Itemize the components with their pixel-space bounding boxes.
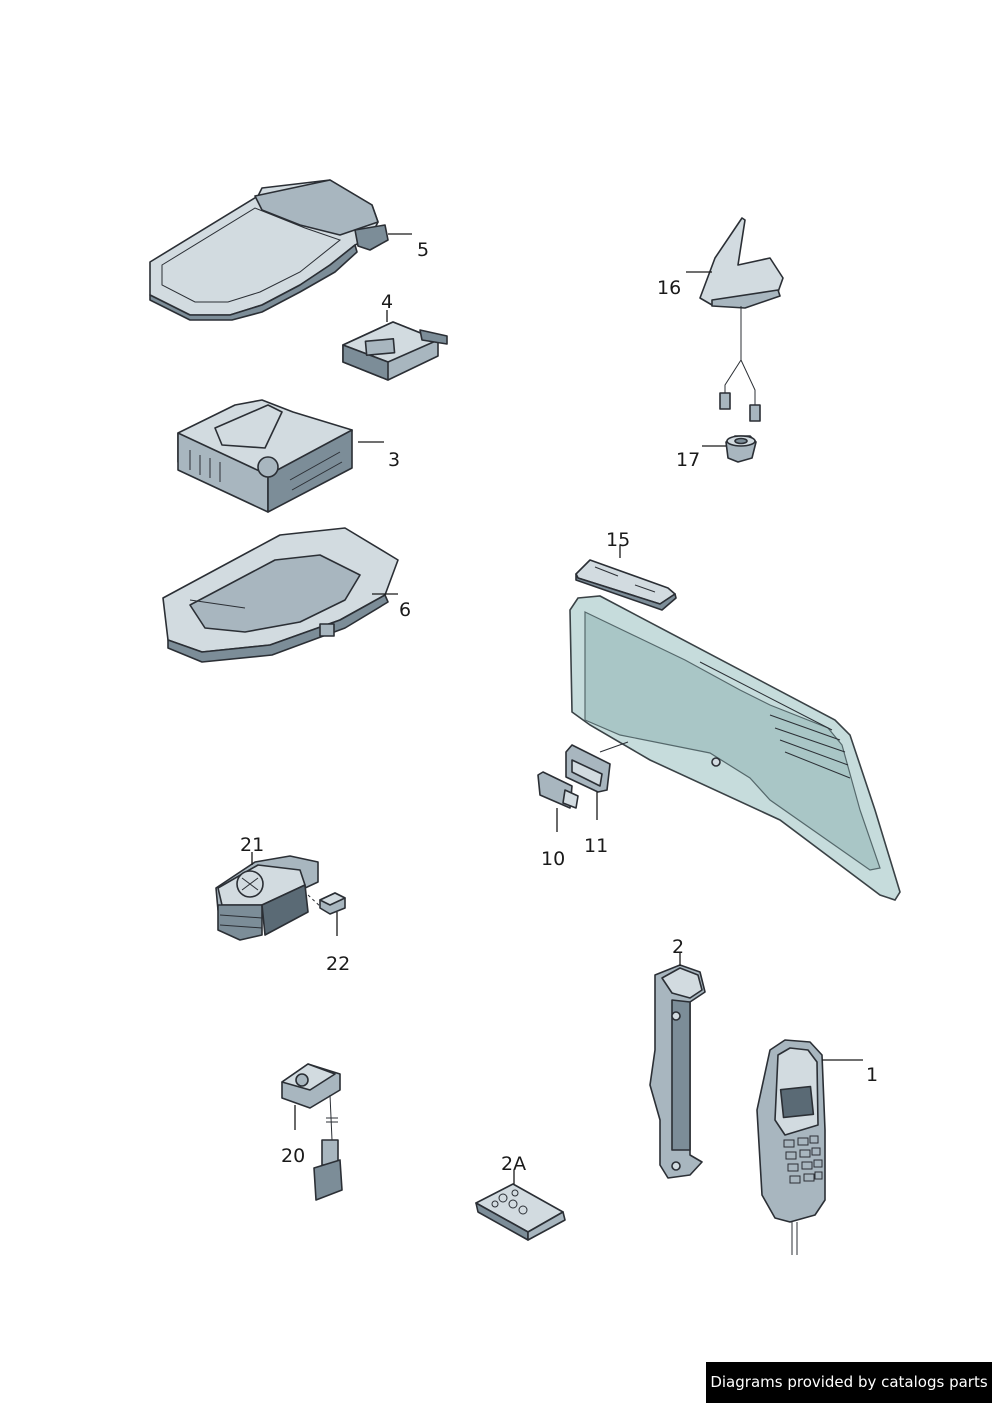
callout-21: 21	[240, 834, 264, 856]
callout-5: 5	[417, 239, 429, 261]
part-2-holder	[649, 964, 706, 1179]
part-20-switch	[281, 1063, 343, 1201]
callout-16: 16	[657, 277, 681, 299]
part-6-tray	[162, 527, 399, 663]
callout-3: 3	[388, 449, 400, 471]
part-17-nut	[725, 435, 757, 463]
callout-11: 11	[584, 835, 608, 857]
callout-22: 22	[326, 953, 350, 975]
part-21-control-module	[215, 855, 319, 941]
callout-10: 10	[541, 848, 565, 870]
callout-2a: 2A	[501, 1153, 526, 1175]
part-4-module	[342, 321, 448, 381]
callout-4: 4	[381, 291, 393, 313]
callout-20: 20	[281, 1145, 305, 1167]
part-16-antenna	[699, 217, 784, 422]
credit-banner: Diagrams provided by catalogs parts	[706, 1362, 992, 1403]
callout-15: 15	[606, 529, 630, 551]
rear-window-glass	[569, 595, 901, 901]
part-22-plug	[319, 892, 346, 915]
part-2a-remote	[475, 1183, 566, 1241]
part-10-connector	[537, 771, 579, 809]
part-3-control-unit	[177, 399, 353, 513]
part-11-bracket	[565, 744, 611, 793]
part-15-cover	[575, 559, 677, 611]
callout-2: 2	[672, 936, 684, 958]
part-5-cover	[149, 179, 389, 321]
callout-6: 6	[399, 599, 411, 621]
callout-1: 1	[866, 1064, 878, 1086]
part-1-handset	[756, 1039, 826, 1255]
callout-17: 17	[676, 449, 700, 471]
